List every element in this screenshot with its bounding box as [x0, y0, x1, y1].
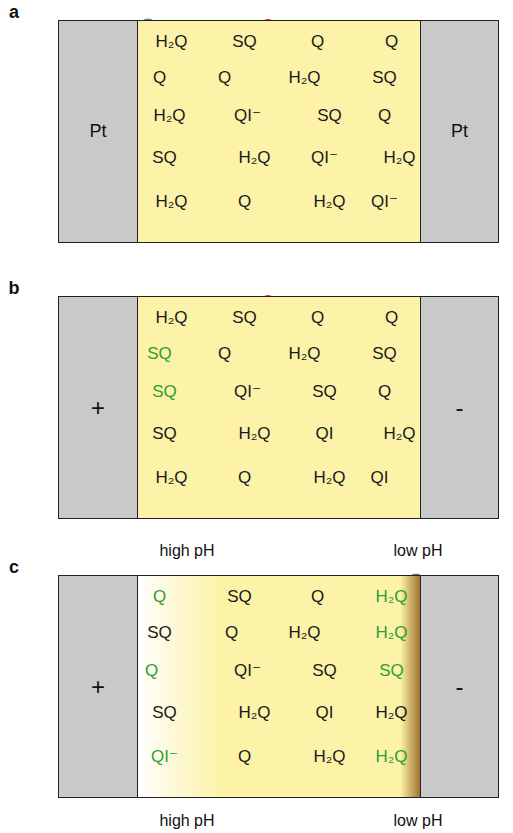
electrode: -	[420, 575, 499, 798]
species-label: SQ	[372, 344, 397, 364]
electrode-label: -	[456, 394, 464, 422]
species-label: Q	[218, 344, 231, 364]
species-label: H₂Q	[155, 308, 187, 328]
species-label: SQ	[312, 382, 337, 402]
electrolyte-region: H₂QSQQQSQQH₂QSQSQQI⁻SQQSQH₂QQIH₂QH₂QQH₂Q…	[137, 296, 421, 519]
species-label: H₂Q	[313, 747, 345, 767]
species-label: H₂Q	[238, 424, 270, 444]
species-label: QI⁻	[151, 747, 178, 767]
electrode-label: -	[456, 673, 464, 701]
ph-label: high pH	[159, 812, 214, 830]
species-label: H₂Q	[153, 106, 185, 126]
ph-label: low pH	[394, 812, 443, 830]
species-label: SQ	[152, 382, 177, 402]
species-label: QI	[371, 468, 389, 488]
electrode-label: +	[91, 673, 105, 701]
ph-label: high pH	[159, 542, 214, 560]
ph-label: low pH	[394, 542, 443, 560]
electrode: Pt	[58, 20, 138, 243]
species-label: SQ	[152, 703, 177, 723]
electrolyte-region: H₂QSQQQQQH₂QSQH₂QQI⁻SQQSQH₂QQI⁻H₂QH₂QQH₂…	[137, 20, 421, 243]
species-label: Q	[311, 587, 324, 607]
electrode: Pt	[420, 20, 499, 243]
species-label: SQ	[312, 661, 337, 681]
electrode-label: +	[91, 394, 105, 422]
species-label: Q	[238, 192, 251, 212]
species-label: Q	[311, 32, 324, 52]
species-label: H₂Q	[155, 192, 187, 212]
species-label: H₂Q	[288, 623, 320, 643]
species-label: SQ	[152, 148, 177, 168]
panel-letter: a	[9, 2, 19, 23]
species-label: Q	[238, 468, 251, 488]
species-label: Q	[385, 308, 398, 328]
species-label: H₂Q	[238, 148, 270, 168]
panel-letter: c	[9, 557, 19, 578]
electrolyte-region: Q SQ Q H₂Q SQ Q H₂Q H₂Q Q QI⁻ SQ SQ SQ H₂Q QI H₂Q QI⁻ Q H₂…	[137, 575, 421, 798]
electrode-label: Pt	[451, 121, 468, 142]
species-label: H₂Q	[375, 623, 407, 643]
species-label: Q	[145, 661, 158, 681]
species-label: Q	[225, 623, 238, 643]
species-label: Q	[311, 308, 324, 328]
species-label: SQ	[152, 424, 177, 444]
electrode: +	[58, 296, 138, 519]
species-label: QI	[316, 424, 334, 444]
species-label: H₂Q	[383, 424, 415, 444]
species-label: SQ	[317, 106, 342, 126]
species-label: QI⁻	[371, 192, 398, 212]
species-label: SQ	[147, 623, 172, 643]
species-label: H₂Q	[155, 468, 187, 488]
species-label: SQ	[379, 661, 404, 681]
species-label: H₂Q	[238, 703, 270, 723]
species-label: H₂Q	[375, 587, 407, 607]
species-label: Q	[378, 382, 391, 402]
species-label: H₂Q	[375, 703, 407, 723]
electrode: +	[58, 575, 138, 798]
electrode: -	[420, 296, 499, 519]
species-label: Q	[153, 587, 166, 607]
species-label: Q	[238, 747, 251, 767]
species-label: QI⁻	[234, 661, 261, 681]
species-label: H₂Q	[288, 344, 320, 364]
species-label: SQ	[232, 32, 257, 52]
species-label: SQ	[232, 308, 257, 328]
species-label: H₂Q	[375, 747, 407, 767]
species-label: SQ	[147, 344, 172, 364]
species-label: Q	[385, 32, 398, 52]
species-label: H₂Q	[383, 148, 415, 168]
species-label: SQ	[372, 68, 397, 88]
electrode-label: Pt	[89, 121, 106, 142]
panel-letter: b	[9, 278, 20, 299]
species-label: QI⁻	[311, 148, 338, 168]
species-label: H₂Q	[288, 68, 320, 88]
species-label: QI	[316, 703, 334, 723]
species-label: QI⁻	[234, 106, 261, 126]
species-label: Q	[378, 106, 391, 126]
species-label: H₂Q	[313, 468, 345, 488]
species-label: QI⁻	[234, 382, 261, 402]
species-label: SQ	[227, 587, 252, 607]
species-label: H₂Q	[313, 192, 345, 212]
species-label: H₂Q	[155, 32, 187, 52]
species-label: Q	[153, 68, 166, 88]
species-label: Q	[218, 68, 231, 88]
